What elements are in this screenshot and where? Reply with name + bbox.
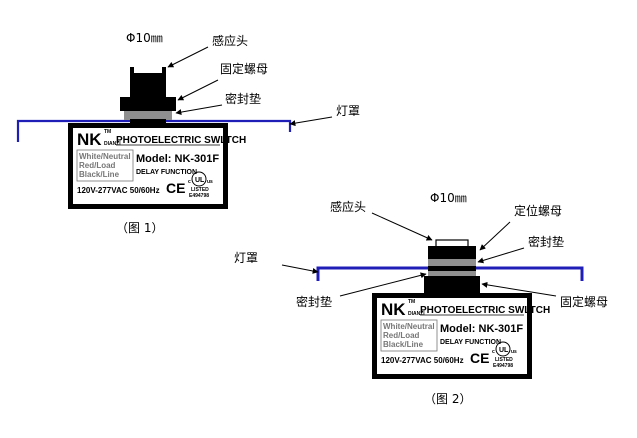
fixing-nut-2 [424, 276, 480, 294]
caption-1: （图 1） [116, 221, 163, 235]
fixing-nut-1 [120, 97, 176, 111]
svg-text:TM: TM [104, 129, 111, 135]
diagram-1: NK TM DIANZI PHOTOELECTRIC SWLTCH White/… [16, 31, 360, 235]
svg-text:UL: UL [195, 177, 205, 184]
wire-red-2: Red/Load [383, 331, 420, 340]
ce-mark-1: CE [166, 180, 185, 196]
voltage-text-1: 120V-277VAC 50/60Hz [77, 186, 160, 195]
brand-logo-1: NK [77, 130, 102, 149]
dim-label-1: Φ10㎜ [126, 31, 163, 45]
voltage-text-2: 120V-277VAC 50/60Hz [381, 356, 464, 365]
photocell-body-2: NK TM DIANZI PHOTOELECTRIC SWLTCH White/… [372, 293, 550, 379]
svg-text:DIANZI: DIANZI [104, 141, 121, 147]
shade-label-1: 灯罩 [336, 104, 360, 118]
ce-mark-2: CE [470, 350, 489, 366]
product-title-1: PHOTOELECTRIC SWLTCH [116, 135, 246, 146]
svg-text:LISTED: LISTED [495, 357, 513, 363]
nut-label-1: 固定螺母 [220, 61, 268, 76]
svg-text:TM: TM [408, 299, 415, 305]
photocell-body-1: NK TM DIANZI PHOTOELECTRIC SWLTCH White/… [68, 123, 246, 209]
sensor-label-2: 感应头 [330, 199, 366, 214]
locating-nut-2 [428, 246, 476, 260]
gasket-top-label-2: 密封垫 [528, 234, 564, 249]
delay-text-2: DELAY FUNCTION [440, 339, 501, 346]
svg-text:E494798: E494798 [493, 363, 513, 369]
svg-text:DIANZI: DIANZI [408, 311, 425, 317]
wire-red-1: Red/Load [79, 161, 116, 170]
model-text-2: Model: NK-301F [440, 323, 523, 335]
fixing-nut-label-2: 固定螺母 [560, 294, 608, 309]
wire-white-1: White/Neutral [79, 152, 131, 161]
svg-text:c: c [188, 179, 191, 185]
wire-white-2: White/Neutral [383, 322, 435, 331]
delay-text-1: DELAY FUNCTION [136, 169, 197, 176]
svg-text:us: us [511, 349, 517, 355]
dim-label-2: Φ10㎜ [430, 191, 467, 205]
locating-nut-label-2: 定位螺母 [514, 203, 562, 218]
shade-label-2: 灯罩 [234, 251, 258, 265]
wire-black-1: Black/Line [79, 170, 120, 179]
ul-mark-1: UL c us LISTED E494798 [188, 171, 213, 199]
svg-text:UL: UL [499, 347, 509, 354]
gasket-label-1: 密封垫 [225, 91, 261, 106]
svg-text:c: c [492, 349, 495, 355]
gasket-bottom-label-2: 密封垫 [296, 294, 332, 309]
svg-text:us: us [207, 179, 213, 185]
svg-text:LISTED: LISTED [191, 187, 209, 193]
wire-black-2: Black/Line [383, 340, 424, 349]
caption-2: （图 2） [424, 392, 471, 406]
svg-text:E494798: E494798 [189, 193, 209, 199]
gasket-bottom-2 [428, 271, 476, 277]
sensor-label-1: 感应头 [212, 33, 248, 48]
gasket-top-2 [428, 259, 476, 266]
product-title-2: PHOTOELECTRIC SWLTCH [420, 305, 550, 316]
diagram-2: NK TM DIANZI PHOTOELECTRIC SWLTCH White/… [234, 191, 608, 406]
ul-mark-2: UL c us LISTED E494798 [492, 341, 517, 369]
brand-logo-2: NK [381, 300, 406, 319]
model-text-1: Model: NK-301F [136, 153, 219, 165]
gasket-1 [124, 111, 172, 120]
